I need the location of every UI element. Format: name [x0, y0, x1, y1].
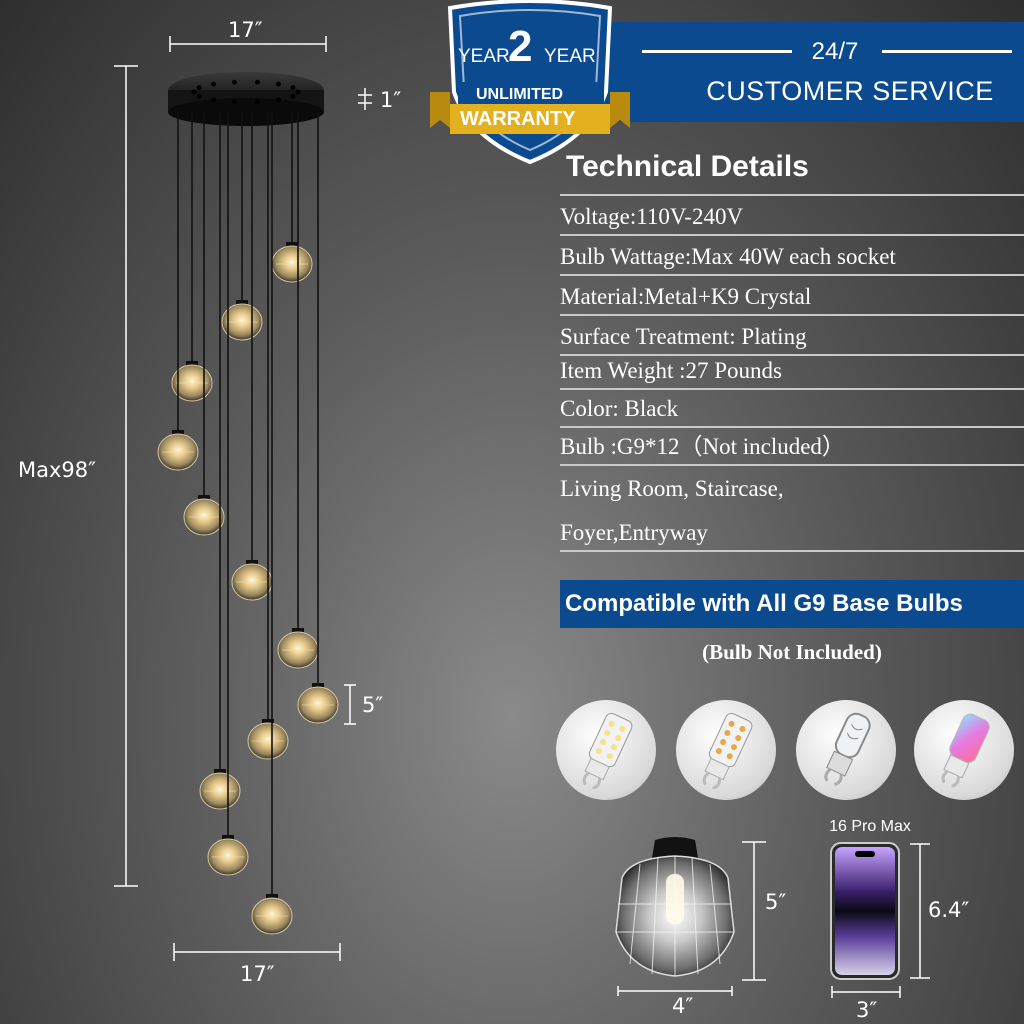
- badge-unlimited: UNLIMITED: [476, 86, 564, 103]
- canopy-port: [196, 93, 202, 99]
- warranty-badge: [430, 0, 630, 165]
- canopy-port: [255, 79, 261, 85]
- canopy-height-label: 1″: [380, 88, 402, 112]
- canopy-port: [275, 97, 281, 103]
- spec-row: Surface Treatment: Plating: [560, 320, 1024, 356]
- technical-details-title: Technical Details: [566, 150, 809, 183]
- phone-icon: [830, 842, 900, 980]
- divider: [560, 194, 1024, 196]
- service-247-text: 24/7: [811, 38, 859, 65]
- bottom-width-label: 17″: [240, 962, 275, 986]
- canopy-port: [191, 89, 197, 95]
- closeup-dimension-lines: [617, 841, 930, 998]
- bulb-not-included-note: (Bulb Not Included): [702, 640, 882, 664]
- led-bulb-warm-icon: [676, 700, 776, 800]
- top-width-label: 17″: [228, 18, 263, 42]
- canopy-port: [290, 93, 296, 99]
- badge-year-number: 2: [508, 22, 533, 71]
- phone-width-label: 3″: [856, 998, 878, 1022]
- spec-row: Voltage:110V-240V: [560, 200, 1024, 236]
- rgb-bulb-icon: [914, 700, 1014, 800]
- customer-service-text: CUSTOMER SERVICE: [706, 76, 994, 106]
- canopy-port: [255, 99, 261, 105]
- spec-row: Bulb :G9*12（Not included）: [560, 430, 1024, 466]
- led-bulb-white-icon: [556, 700, 656, 800]
- compatible-banner: Compatible with All G9 Base Bulbs: [560, 580, 1024, 628]
- spec-row: Living Room, Staircase,: [560, 476, 784, 501]
- halogen-bulb-icon: [796, 700, 896, 800]
- canopy-port: [231, 79, 237, 85]
- bulb-height-label: 5″: [765, 890, 787, 914]
- badge-year-left: YEAR: [458, 46, 510, 67]
- badge-warranty: WARRANTY: [460, 108, 576, 130]
- canopy-port: [196, 85, 202, 91]
- canopy-port: [231, 99, 237, 105]
- canopy-port: [295, 89, 301, 95]
- service-banner: [562, 22, 1024, 122]
- canopy-port: [211, 97, 217, 103]
- pendant-group: [157, 79, 339, 935]
- spec-row: Material:Metal+K9 Crystal: [560, 280, 1024, 316]
- spec-row: Foyer,Entryway: [560, 516, 1024, 552]
- spec-row: Color: Black: [560, 392, 1024, 428]
- spec-row: Bulb Wattage:Max 40W each socket: [560, 240, 1024, 276]
- phone-model-label: 16 Pro Max: [829, 818, 911, 835]
- shade-height-label: 5″: [362, 693, 384, 717]
- max-height-label: Max98″: [18, 458, 96, 482]
- bulb-width-label: 4″: [672, 994, 694, 1018]
- canopy-port: [275, 81, 281, 87]
- badge-year-right: YEAR: [544, 46, 596, 67]
- chandelier-illustration: [114, 36, 372, 961]
- phone-height-label: 6.4″: [928, 898, 970, 922]
- canopy: [168, 72, 324, 126]
- canopy-port: [211, 81, 217, 87]
- spec-row: Item Weight :27 Pounds: [560, 354, 1024, 390]
- canopy-port: [290, 85, 296, 91]
- dimension-lines: [114, 36, 372, 961]
- crystal-shade-closeup: [615, 837, 735, 977]
